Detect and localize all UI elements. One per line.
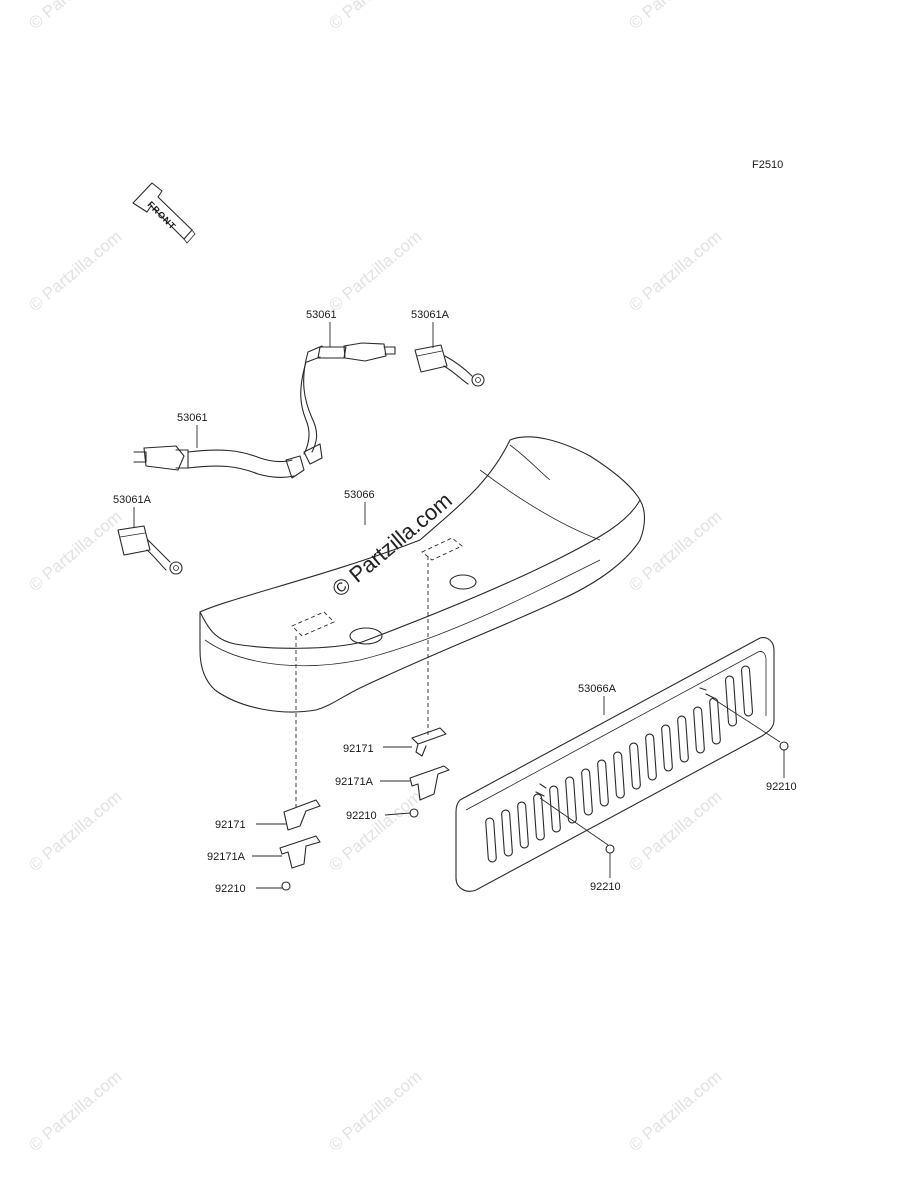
front-arrow-icon: FRONT bbox=[132, 182, 196, 244]
label-92171-right: 92171 bbox=[343, 743, 374, 755]
watermark: © Partzilla.com bbox=[625, 1067, 725, 1155]
label-53066: 53066 bbox=[344, 489, 375, 501]
watermark-layer: © Partzilla.com © Partzilla.com © Partzi… bbox=[25, 0, 725, 1155]
mounting-lines bbox=[295, 556, 429, 810]
label-92210-left: 92210 bbox=[215, 883, 246, 895]
label-53061a-upper: 53061A bbox=[411, 309, 450, 321]
seat-buckle-left bbox=[117, 525, 183, 575]
watermark: © Partzilla.com bbox=[25, 787, 125, 875]
watermark: © Partzilla.com bbox=[325, 227, 425, 315]
watermark: © Partzilla.com bbox=[625, 227, 725, 315]
seat-buckle-upper bbox=[414, 344, 485, 387]
label-92171-left: 92171 bbox=[215, 819, 246, 831]
grille-panel bbox=[455, 637, 789, 892]
front-arrow-label: FRONT bbox=[146, 199, 179, 232]
watermark: © Partzilla.com bbox=[625, 0, 725, 33]
watermark: © Partzilla.com bbox=[325, 1067, 425, 1155]
label-53066a: 53066A bbox=[578, 683, 617, 695]
label-92210-panel-right: 92210 bbox=[766, 781, 797, 793]
label-92171a-left: 92171A bbox=[207, 851, 246, 863]
figure-code: F2510 bbox=[752, 159, 783, 171]
label-53061a-left: 53061A bbox=[113, 494, 152, 506]
bracket-set-center bbox=[409, 727, 450, 818]
label-92210-panel-bottom: 92210 bbox=[590, 881, 621, 893]
watermark: © Partzilla.com bbox=[325, 787, 425, 875]
label-53061-left: 53061 bbox=[177, 412, 208, 424]
bracket-set-left bbox=[279, 799, 321, 891]
seat-cushion: © Partzilla.com bbox=[199, 436, 646, 713]
label-53061-upper: 53061 bbox=[306, 309, 337, 321]
watermark: © Partzilla.com bbox=[325, 0, 425, 33]
grille-slots bbox=[485, 665, 754, 863]
label-92210-center: 92210 bbox=[346, 810, 377, 822]
label-92171a-right: 92171A bbox=[335, 776, 374, 788]
watermark: © Partzilla.com bbox=[25, 507, 125, 595]
part-labels: 53061 53061A 53061 53061A 53066 53066A 9… bbox=[113, 309, 797, 895]
watermark: © Partzilla.com bbox=[25, 227, 125, 315]
watermark: © Partzilla.com bbox=[25, 0, 125, 33]
seat-belt-upper bbox=[300, 342, 396, 465]
seat-belt-left bbox=[133, 445, 305, 479]
watermark: © Partzilla.com bbox=[25, 1067, 125, 1155]
leader-lines bbox=[133, 322, 785, 889]
watermark: © Partzilla.com bbox=[625, 507, 725, 595]
watermark: © Partzilla.com bbox=[625, 787, 725, 875]
